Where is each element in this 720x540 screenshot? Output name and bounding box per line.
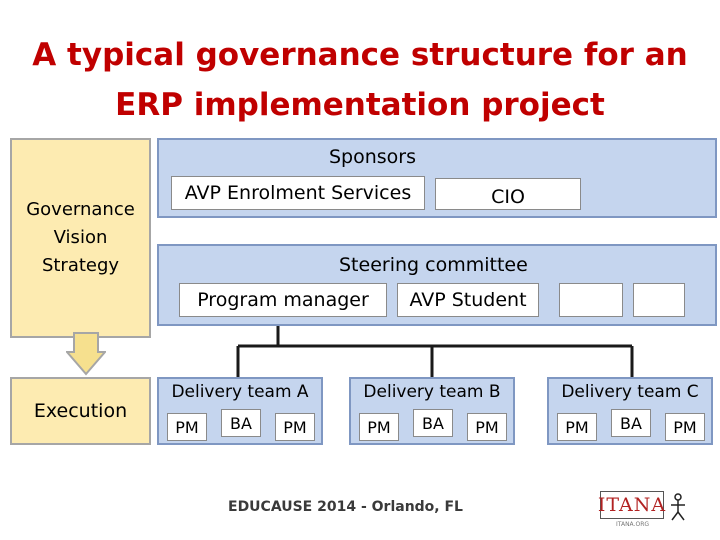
- slide-title: A typical governance structure for an ER…: [0, 30, 720, 130]
- team-c-role-pm-2: PM: [665, 413, 705, 441]
- team-b-role-pm-2: PM: [467, 413, 507, 441]
- person-figure-icon: [671, 493, 685, 521]
- title-line-2: ERP implementation project: [115, 87, 605, 123]
- execution-box: Execution: [10, 377, 151, 445]
- sponsors-panel: Sponsors AVP Enrolment Services CIO: [157, 138, 717, 218]
- itana-logo: ITANA ITANA.ORG: [598, 488, 690, 530]
- delivery-team-c: Delivery team C PM BA PM: [547, 377, 713, 445]
- steering-avp-student: AVP Student: [397, 283, 539, 317]
- team-b-role-ba: BA: [413, 409, 453, 437]
- steering-label: Steering committee: [339, 254, 528, 276]
- steering-committee-panel: Steering committee Program manager AVP S…: [157, 244, 717, 326]
- governance-box: Governance Vision Strategy: [10, 138, 151, 338]
- footer-text: EDUCAUSE 2014 - Orlando, FL: [228, 499, 463, 515]
- steering-empty-seat-1: [559, 283, 623, 317]
- team-b-role-pm-1: PM: [359, 413, 399, 441]
- vision-label: Vision: [53, 227, 108, 248]
- down-arrow-icon: [66, 332, 106, 376]
- team-a-label: Delivery team A: [171, 382, 309, 402]
- team-c-label: Delivery team C: [561, 382, 699, 402]
- team-a-role-ba: BA: [221, 409, 261, 437]
- strategy-label: Strategy: [41, 255, 120, 276]
- sponsor-cio: CIO: [435, 178, 581, 210]
- steering-empty-seat-2: [633, 283, 685, 317]
- team-c-role-pm-1: PM: [557, 413, 597, 441]
- delivery-team-a: Delivery team A PM BA PM: [157, 377, 323, 445]
- team-c-role-ba: BA: [611, 409, 651, 437]
- team-a-role-pm-2: PM: [275, 413, 315, 441]
- delivery-team-b: Delivery team B PM BA PM: [349, 377, 515, 445]
- team-b-label: Delivery team B: [363, 382, 501, 402]
- steering-program-manager: Program manager: [179, 283, 387, 317]
- team-a-role-pm-1: PM: [167, 413, 207, 441]
- logo-wordmark: ITANA: [598, 491, 665, 519]
- execution-label: Execution: [33, 400, 128, 422]
- sponsors-label: Sponsors: [329, 146, 417, 168]
- logo-subtext: ITANA.ORG: [616, 521, 650, 528]
- title-line-1: A typical governance structure for an: [32, 37, 688, 73]
- governance-label: Governance: [26, 199, 135, 220]
- sponsor-avp-enrolment: AVP Enrolment Services: [171, 176, 425, 210]
